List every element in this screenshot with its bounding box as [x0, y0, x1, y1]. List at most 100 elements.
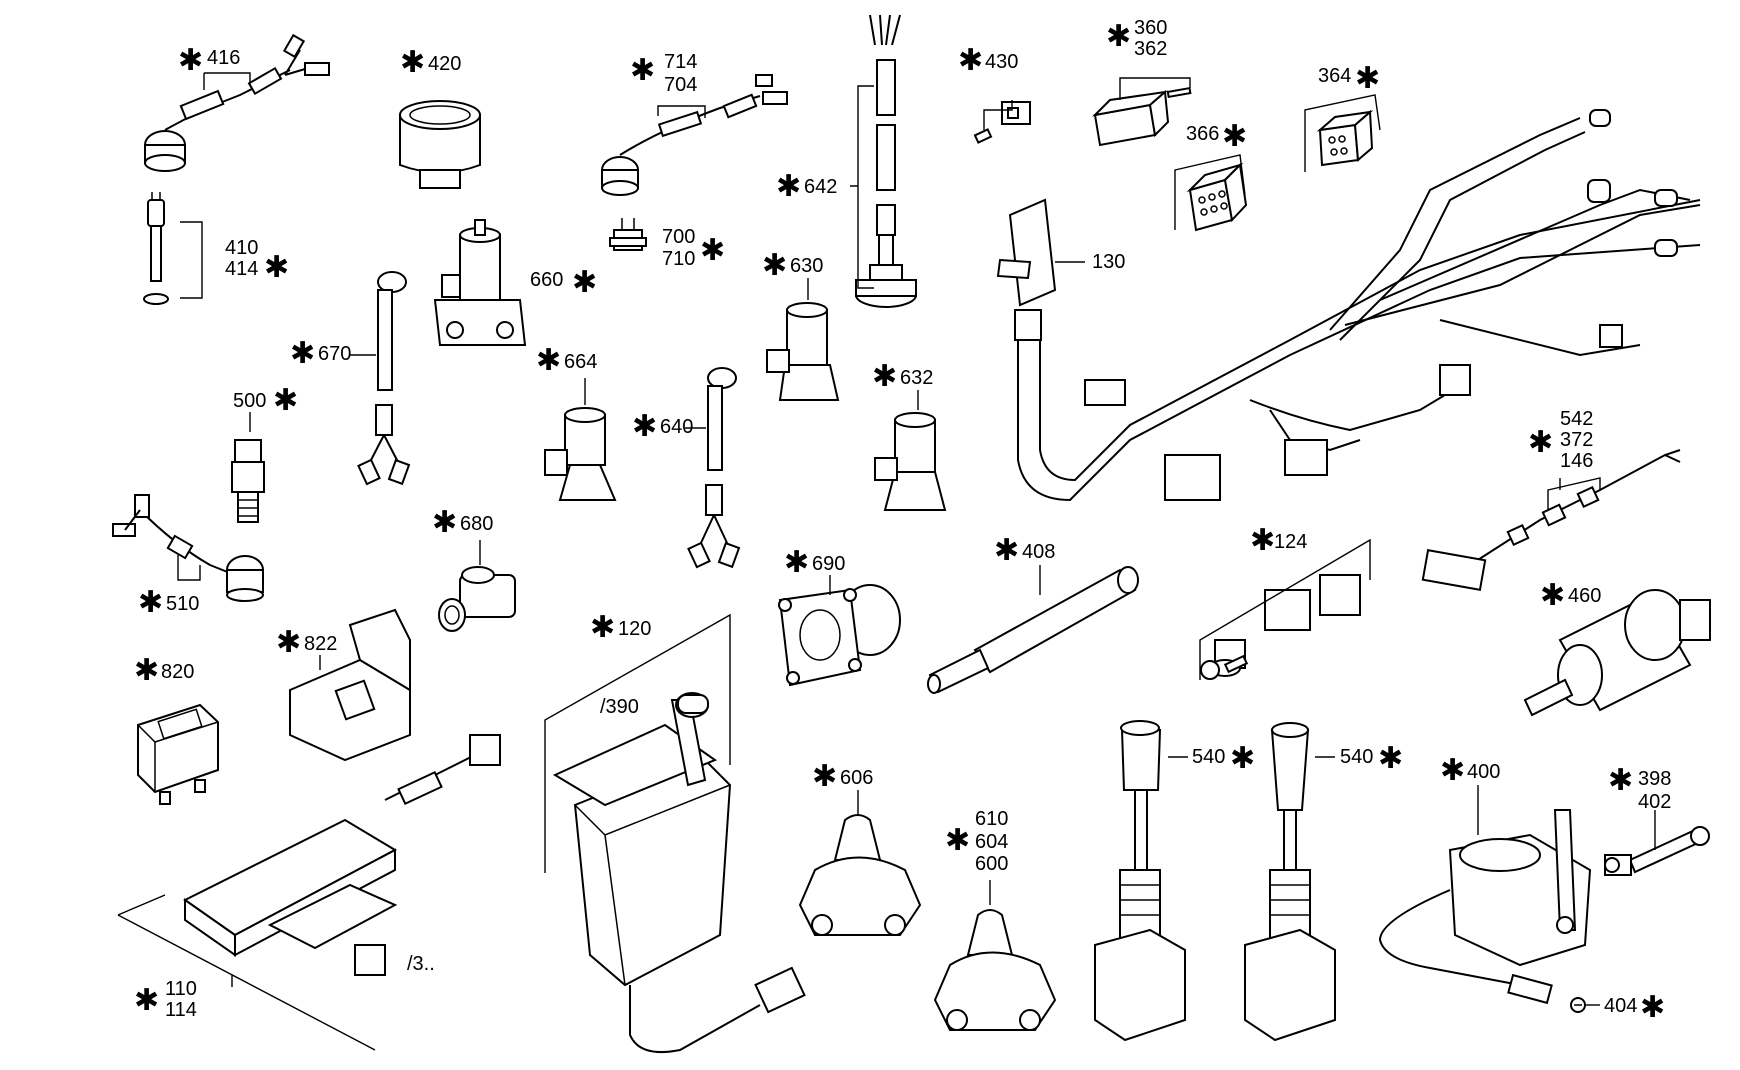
- part-640-sensor-cable: [687, 367, 741, 569]
- part-label-604: 604: [975, 831, 1008, 853]
- part-124-key-switch: [1200, 574, 1361, 680]
- callout-540b: 540 ✱: [1315, 741, 1403, 776]
- part-364-connector: [1316, 109, 1374, 167]
- asterisk-marker: ✱: [1608, 763, 1633, 798]
- part-680-tee-fitting: [438, 566, 516, 632]
- part-label-500: 500: [233, 390, 266, 412]
- part-label-600: 600: [975, 853, 1008, 875]
- part-670-sensor-cable: [357, 271, 411, 486]
- asterisk-marker: ✱: [572, 265, 597, 300]
- asterisk-marker: ✱: [590, 610, 615, 645]
- callout-632: ✱ 632: [872, 359, 933, 410]
- callout-130: 130: [1055, 251, 1125, 273]
- part-label-690: 690: [812, 553, 845, 575]
- part-130-wiring-harness: [996, 109, 1701, 502]
- callout-642: ✱ 642: [776, 85, 874, 289]
- part-366-connector: [1186, 162, 1248, 232]
- part-label-642: 642: [804, 176, 837, 198]
- part-label-398: 398: [1638, 768, 1671, 790]
- part-690-valve: [778, 584, 901, 687]
- part-label-362: 362: [1134, 38, 1167, 60]
- part-label-408: 408: [1022, 541, 1055, 563]
- asterisk-marker: ✱: [178, 43, 203, 78]
- part-label-402: 402: [1638, 791, 1671, 813]
- callout-416: ✱ 416: [178, 43, 251, 90]
- callout-510: ✱ 510: [138, 555, 201, 620]
- asterisk-marker: ✱: [290, 336, 315, 371]
- callout-822: ✱ 822: [276, 625, 337, 670]
- callout-360-362: ✱ 360 362: [1106, 17, 1191, 100]
- asterisk-marker: ✱: [632, 409, 657, 444]
- part-label-714: 714: [664, 51, 697, 73]
- callout-542-372-146: 542 ✱ 372 146: [1528, 408, 1601, 510]
- part-label-640: 640: [660, 416, 693, 438]
- part-label-366: 366: [1186, 123, 1219, 145]
- asterisk-marker: ✱: [1378, 741, 1403, 776]
- callout-500: 500 ✱: [233, 383, 298, 432]
- part-630-solenoid-valve: [766, 302, 840, 401]
- callout-124: ✱ 124: [1199, 523, 1371, 680]
- part-820-relay: [137, 703, 219, 805]
- callout-110-114: /3.. ✱ 110 114: [117, 894, 435, 1051]
- callout-606: ✱ 606: [812, 759, 873, 815]
- callout-398-402: ✱ 398 402: [1608, 763, 1671, 850]
- part-label-704: 704: [664, 74, 697, 96]
- part-label-420: 420: [428, 53, 461, 75]
- part-label-664: 664: [564, 351, 597, 373]
- part-label-710: 710: [662, 248, 695, 270]
- callout-364: 364 ✱: [1304, 61, 1381, 172]
- part-360-housing: [1092, 86, 1192, 147]
- part-label-460: 460: [1568, 585, 1601, 607]
- asterisk-marker: ✱: [1640, 990, 1665, 1025]
- part-label-700: 700: [662, 226, 695, 248]
- part-label-3: /3..: [407, 953, 435, 975]
- part-822-relay-socket: [289, 608, 411, 762]
- part-410-probe: [143, 192, 169, 305]
- part-label-400: 400: [1467, 761, 1500, 783]
- callout-120: ✱ 120 /390: [544, 610, 731, 873]
- part-label-542: 542: [1560, 408, 1593, 430]
- part-label-540a: 540: [1192, 746, 1225, 768]
- asterisk-marker: ✱: [762, 248, 787, 283]
- part-label-660: 660: [530, 269, 563, 291]
- asterisk-marker: ✱: [276, 625, 301, 660]
- callout-404: 404 ✱: [1586, 990, 1665, 1025]
- callout-714-704: ✱ 714 704: [630, 51, 706, 118]
- part-label-820: 820: [161, 661, 194, 683]
- asterisk-marker: ✱: [700, 233, 725, 268]
- asterisk-marker: ✱: [1540, 578, 1565, 613]
- asterisk-marker: ✱: [994, 533, 1019, 568]
- part-700-switch: [609, 218, 647, 251]
- part-430-connector: [973, 101, 1031, 144]
- asterisk-marker: ✱: [630, 53, 655, 88]
- part-542-cable-connector: [1421, 449, 1681, 591]
- asterisk-marker: ✱: [812, 759, 837, 794]
- part-label-610: 610: [975, 808, 1008, 830]
- asterisk-marker: ✱: [400, 45, 425, 80]
- callout-410-414: 410 414 ✱: [180, 221, 289, 299]
- callout-820: ✱ 820: [134, 653, 194, 688]
- part-label-414: 414: [225, 258, 258, 280]
- callout-670: ✱ 670: [290, 336, 376, 371]
- callout-420: ✱ 420: [400, 45, 461, 80]
- callout-664: ✱ 664: [536, 343, 597, 405]
- part-label-404: 404: [1604, 995, 1637, 1017]
- part-label-680: 680: [460, 513, 493, 535]
- callout-690: ✱ 690: [784, 545, 845, 595]
- part-540-joystick-b: [1244, 722, 1336, 1042]
- callout-680: ✱ 680: [432, 505, 493, 565]
- callout-640: ✱ 640: [632, 409, 706, 444]
- callout-366: 366 ✱: [1174, 119, 1247, 230]
- callout-630: ✱ 630: [762, 248, 823, 300]
- part-606-valve: [798, 814, 922, 936]
- part-460-actuator: [1523, 589, 1711, 717]
- part-label-130: 130: [1092, 251, 1125, 273]
- asterisk-marker: ✱: [1440, 753, 1465, 788]
- callout-408: ✱ 408: [994, 533, 1055, 595]
- part-label-670: 670: [318, 343, 351, 365]
- asterisk-marker: ✱: [945, 823, 970, 858]
- part-label-120: 120: [618, 618, 651, 640]
- part-610-valve: [933, 909, 1057, 1031]
- part-label-114: 114: [165, 999, 197, 1021]
